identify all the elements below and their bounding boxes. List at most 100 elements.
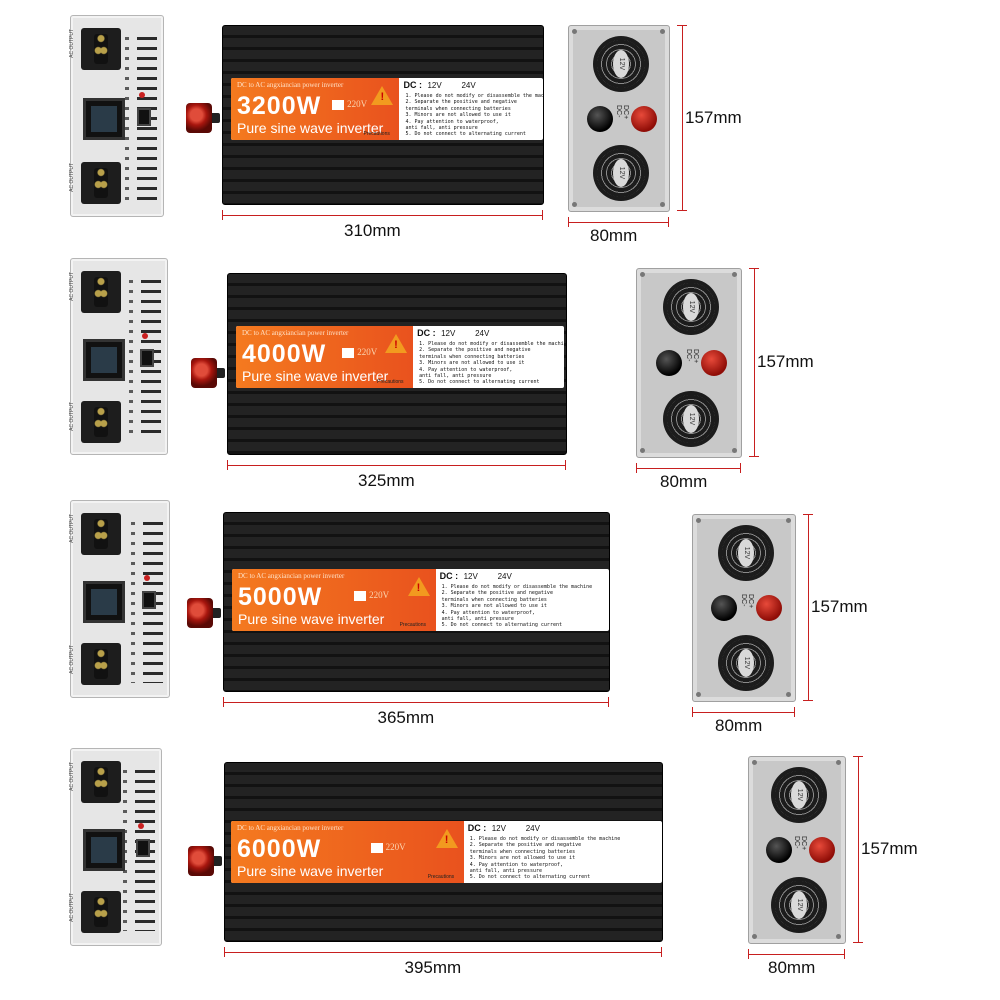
- option-12v: 12V: [441, 329, 456, 338]
- precaution-rule: terminals when connecting batteries: [419, 353, 525, 360]
- dimension-line: [692, 712, 794, 713]
- wattage-title: 5000W: [238, 583, 323, 611]
- voltage-label: 220V: [357, 347, 378, 357]
- screw-icon: [660, 202, 665, 207]
- precaution-rule: 3. Minors are not allowed to use it: [441, 603, 547, 610]
- cooling-fan-icon: [771, 877, 827, 933]
- ac-socket-icon: [81, 512, 121, 555]
- ac-output-label: AC OUTPUT: [69, 514, 75, 543]
- dimension-line: [748, 954, 844, 955]
- vent-slots-inner: [131, 515, 135, 683]
- ac-output-label: AC OUTPUT: [69, 402, 75, 431]
- dc-plus-label: DC+: [692, 349, 700, 364]
- screw-icon: [732, 448, 737, 453]
- power-switch-icon[interactable]: [137, 108, 152, 126]
- screw-icon: [660, 29, 665, 34]
- dimension-tick: [692, 707, 693, 717]
- precaution-rule: terminals when connecting batteries: [469, 848, 576, 855]
- warning-triangle-icon: [435, 829, 458, 848]
- vent-slots-inner: [125, 30, 129, 202]
- precaution-rule: 4. Pay attention to waterproof,: [419, 366, 513, 373]
- dimension-tick: [844, 949, 845, 959]
- dimension-tick: [748, 949, 749, 959]
- inverter-body: DC to AC angxiancian power inverter 5000W…: [223, 512, 610, 692]
- dimension-tick: [227, 460, 228, 470]
- status-led: [143, 575, 150, 581]
- dimension-tick: [749, 456, 759, 457]
- dimension-tick: [803, 700, 813, 701]
- height-dimension: 157mm: [861, 839, 918, 858]
- dc-label: DC :: [417, 328, 436, 338]
- voltage-label: 220V: [347, 99, 368, 109]
- dc-plus-label: DC+: [622, 104, 629, 119]
- label-orange-area: [232, 569, 436, 631]
- product-row: AC OUTPUT AC OUTPUT DC to AC angxiancian p…: [0, 500, 1000, 745]
- dimension-tick: [223, 697, 224, 707]
- power-switch-icon[interactable]: [140, 348, 155, 367]
- precaution-rule: 4. Pay attention to waterproof,: [469, 861, 564, 868]
- precautions-label: Precautions: [363, 131, 390, 137]
- label-tagline: DC to AC angxiancian power inverter: [237, 81, 344, 89]
- ac-socket-icon: [81, 161, 121, 204]
- lcd-display: [83, 338, 125, 381]
- dimension-line: [754, 268, 755, 456]
- option-24v: 24V: [525, 824, 540, 833]
- screw-icon: [572, 202, 577, 207]
- precaution-rule: 1. Please do not modify or disassemble t…: [469, 836, 621, 842]
- label-tagline: DC to AC angxiancian power inverter: [238, 572, 345, 580]
- ac-socket-icon: [81, 28, 121, 71]
- screw-icon: [786, 692, 791, 697]
- cooling-fan-icon: [663, 391, 719, 447]
- label-orange-area: [236, 326, 414, 388]
- terminal-stud: [210, 113, 220, 123]
- side-panel: DC-DC+: [568, 25, 670, 212]
- cooling-fan-icon: [593, 145, 649, 201]
- warning-triangle-icon: [371, 86, 394, 105]
- screw-icon: [696, 692, 701, 697]
- ac-socket-icon: [81, 891, 121, 934]
- lcd-display: [83, 581, 125, 623]
- voltage-label: 220V: [385, 842, 406, 852]
- positive-terminal-icon: [808, 837, 835, 863]
- cooling-fan-icon: [663, 279, 719, 335]
- precaution-rule: 1. Please do not modify or disassemble t…: [441, 584, 593, 590]
- ac-output-label: AC OUTPUT: [69, 272, 75, 301]
- length-dimension: 365mm: [377, 708, 435, 727]
- dimension-line: [808, 514, 809, 700]
- precaution-rule: terminals when connecting batteries: [441, 596, 547, 603]
- precautions-label: Precautions: [377, 379, 404, 385]
- dimension-line: [682, 25, 683, 210]
- power-switch-icon[interactable]: [135, 839, 150, 857]
- label-subtitle: Pure sine wave inverter: [237, 120, 384, 136]
- product-label: DC to AC angxiancian power inverter 5000W…: [232, 569, 609, 631]
- dimension-tick: [224, 947, 225, 957]
- ac-output-label: AC OUTPUT: [69, 644, 75, 674]
- length-dimension: 395mm: [404, 958, 462, 977]
- checkbox-mark: [354, 591, 367, 601]
- screw-icon: [572, 29, 577, 34]
- dimension-tick: [740, 463, 741, 473]
- power-switch-icon[interactable]: [141, 591, 156, 609]
- dimension-tick: [568, 217, 569, 227]
- precaution-rule: 3. Minors are not allowed to use it: [405, 112, 511, 119]
- vent-slots-inner: [129, 273, 133, 440]
- side-panel: DC-DC+: [636, 268, 742, 458]
- dimension-tick: [668, 217, 669, 227]
- checkbox-mark: [370, 843, 383, 853]
- voltage-label: 220V: [369, 590, 390, 600]
- screw-icon: [640, 448, 645, 453]
- positive-terminal-icon: [701, 350, 728, 376]
- dc-label: DC :: [467, 823, 487, 833]
- precautions-label: Precautions: [399, 622, 426, 628]
- front-panel: AC OUTPUT AC OUTPUT: [69, 258, 168, 455]
- status-led: [137, 823, 144, 829]
- precaution-rule: 5. Do not connect to alternating current: [469, 874, 591, 881]
- dc-minus-label: DC-: [615, 104, 622, 117]
- dimension-tick: [749, 268, 759, 269]
- negative-terminal-icon: [587, 105, 613, 132]
- screw-icon: [836, 760, 841, 765]
- dimension-line: [636, 468, 740, 469]
